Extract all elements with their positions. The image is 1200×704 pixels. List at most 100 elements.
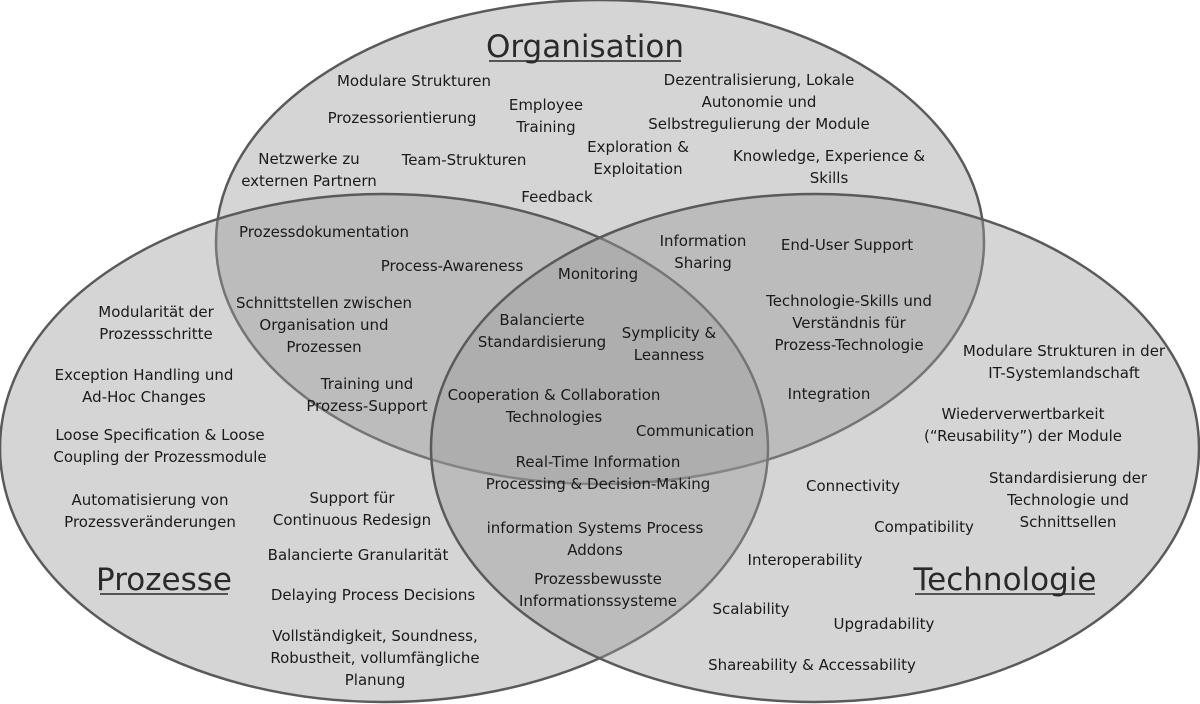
technologie-item-6-line-1: Interoperability: [748, 551, 863, 569]
technologie-item-8: Upgradability: [834, 615, 935, 633]
organisation-prozesse-item-2: Process-Awareness: [381, 257, 524, 275]
prozesse-item-5-line-1: Support für: [309, 489, 395, 507]
technologie-item-2-line-2: (“Reusability”) der Module: [924, 427, 1122, 445]
organisation-item-5: Netzwerke zu externen Partnern: [241, 150, 377, 190]
technologie-item-3-line-2: Technologie und: [1006, 491, 1129, 509]
prozesse-item-7-line-1: Delaying Process Decisions: [271, 586, 476, 604]
prozesse-item-8-line-1: Vollständigkeit, Soundness,: [272, 627, 478, 645]
organisation-prozesse-item-2-line-1: Process-Awareness: [381, 257, 524, 275]
organisation-item-7-line-1: Exploration &: [587, 138, 689, 156]
prozesse-ellipse: [0, 192, 770, 704]
center-item-4-line-1: Cooperation & Collaboration: [448, 386, 661, 404]
prozesse-title-text: Prozesse: [96, 562, 232, 598]
technologie-item-1-line-1: Modulare Strukturen in der: [963, 342, 1166, 360]
prozesse-item-8-line-2: Robustheit, vollumfängliche: [270, 649, 479, 667]
technologie-item-1-line-2: IT-Systemlandschaft: [988, 364, 1140, 382]
prozesse-item-7: Delaying Process Decisions: [271, 586, 476, 604]
organisation-item-4-line-2: Autonomie und: [702, 93, 817, 111]
organisation-item-7: Exploration & Exploitation: [587, 138, 689, 178]
prozesse-item-8-line-3: Planung: [345, 671, 405, 689]
prozesse-title: Prozesse: [96, 562, 232, 598]
technologie-item-4: Connectivity: [806, 477, 900, 495]
organisation-item-8-line-2: Skills: [810, 169, 849, 187]
center-item-6-line-2: Processing & Decision-Making: [486, 475, 711, 493]
organisation-prozesse-item-1-line-1: Prozessdokumentation: [239, 223, 409, 241]
organisation-item-7-line-2: Exploitation: [593, 160, 682, 178]
organisation-item-9: Feedback: [521, 188, 593, 206]
technologie-item-7-line-1: Scalability: [712, 600, 789, 618]
organisation-item-8-line-1: Knowledge, Experience &: [733, 147, 925, 165]
prozesse-item-2-line-2: Ad-Hoc Changes: [82, 388, 206, 406]
prozesse-item-6: Balancierte Granularität: [268, 546, 449, 564]
organisation-technologie-item-4: Integration: [788, 385, 871, 403]
organisation-prozesse-item-4-line-2: Prozess-Support: [306, 397, 427, 415]
technologie-item-5: Compatibility: [874, 518, 974, 536]
organisation-item-3-line-2: Training: [515, 118, 575, 136]
prozesse-item-3-line-1: Loose Specification & Loose: [55, 426, 264, 444]
organisation-technologie-item-3-line-2: Verständnis für: [792, 314, 906, 332]
prozesse-item-1-line-1: Modularität der: [98, 303, 214, 321]
organisation-item-4-line-1: Dezentralisierung, Lokale: [664, 71, 855, 89]
center-item-5-line-1: Communication: [636, 422, 754, 440]
center-item-4-line-2: Technologies: [505, 408, 603, 426]
organisation-prozesse-item-3-line-3: Prozessen: [286, 338, 361, 356]
technologie-item-3-line-3: Schnittsellen: [1020, 513, 1117, 531]
organisation-technologie-item-2: End-User Support: [781, 236, 913, 254]
organisation-technologie-item-1-line-2: Sharing: [674, 254, 732, 272]
organisation-technologie-item-3-line-1: Technologie-Skills und: [765, 292, 932, 310]
prozesse-item-4-line-1: Automatisierung von: [72, 491, 229, 509]
technologie-title-text: Technologie: [913, 562, 1097, 598]
prozesse-technologie-item-2-line-2: Informationssysteme: [519, 592, 677, 610]
organisation-item-5-line-2: externen Partnern: [241, 172, 377, 190]
center-item-2-line-2: Standardisierung: [478, 333, 606, 351]
prozesse-item-5-line-2: Continuous Redesign: [273, 511, 431, 529]
organisation-item-8: Knowledge, Experience & Skills: [733, 147, 925, 187]
organisation-technologie-item-2-line-1: End-User Support: [781, 236, 913, 254]
organisation-technologie-item-1-line-1: Information: [660, 232, 747, 250]
organisation-prozesse-item-3-line-2: Organisation und: [259, 316, 388, 334]
organisation-ellipse: [214, 0, 986, 486]
center-item-3-line-2: Leanness: [634, 346, 705, 364]
center-item-2-line-1: Balancierte: [499, 311, 584, 329]
prozesse-item-3-line-2: Coupling der Prozessmodule: [53, 448, 266, 466]
organisation-item-3-line-1: Employee: [509, 96, 583, 114]
prozesse-item-6-line-1: Balancierte Granularität: [268, 546, 449, 564]
technologie-title: Technologie: [913, 562, 1097, 598]
organisation-prozesse-item-4-line-1: Training und: [320, 375, 414, 393]
prozesse-technologie-item-1-line-2: Addons: [567, 541, 623, 559]
organisation-item-1-line-1: Modulare Strukturen: [337, 72, 491, 90]
technologie-item-8-line-1: Upgradability: [834, 615, 935, 633]
technologie-item-5-line-1: Compatibility: [874, 518, 974, 536]
organisation-item-6: Team-Strukturen: [401, 151, 527, 169]
set-titles: Organisation Prozesse Technologie: [96, 29, 1096, 598]
technologie-item-9-line-1: Shareability & Accessability: [708, 656, 916, 674]
organisation-item-5-line-1: Netzwerke zu: [258, 150, 359, 168]
organisation-title-text: Organisation: [486, 29, 684, 65]
organisation-item-2: Prozessorientierung: [328, 109, 477, 127]
technologie-item-7: Scalability: [712, 600, 789, 618]
center-item-3: Symplicity & Leanness: [622, 324, 717, 364]
center-item-6-line-1: Real-Time Information: [516, 453, 681, 471]
technologie-item-3-line-1: Standardisierung der: [989, 469, 1148, 487]
prozesse-item-8: Vollständigkeit, Soundness, Robustheit, v…: [270, 627, 479, 689]
center-item-1: Monitoring: [558, 265, 638, 283]
technologie-item-2-line-1: Wiederverwertbarkeit: [942, 405, 1105, 423]
organisation-item-2-line-1: Prozessorientierung: [328, 109, 477, 127]
organisation-technologie-item-4-line-1: Integration: [788, 385, 871, 403]
center-item-3-line-1: Symplicity &: [622, 324, 717, 342]
